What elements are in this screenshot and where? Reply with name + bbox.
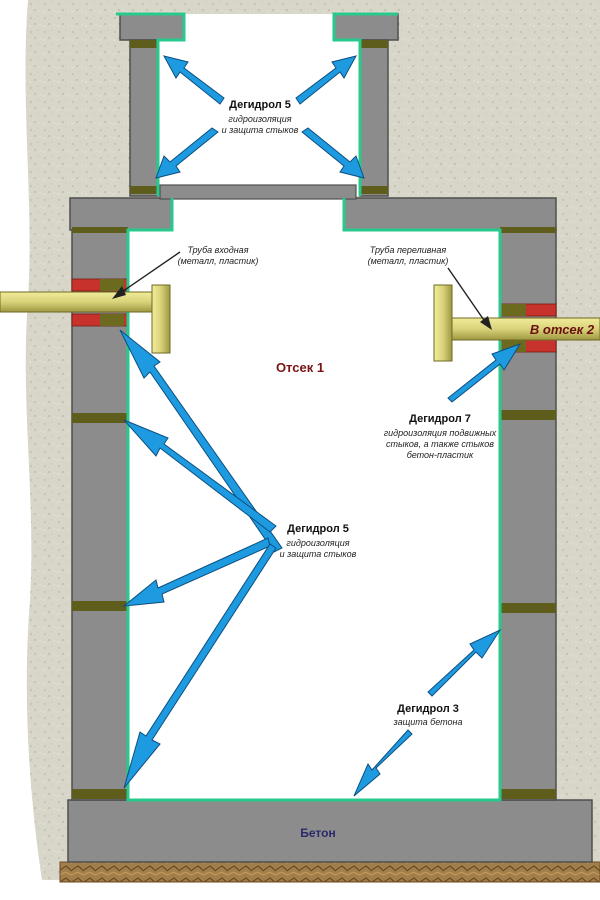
pipe-overflow-line2: (металл, пластик) bbox=[368, 256, 449, 266]
pipe-inlet-line1: Труба входная bbox=[187, 245, 248, 255]
degidrol5-mid-line1: гидроизоляция bbox=[286, 538, 349, 548]
arrow-icon bbox=[353, 729, 413, 797]
arrow-icon bbox=[123, 419, 277, 533]
degidrol3-line1: защита бетона bbox=[393, 717, 463, 727]
outflow-label: В отсек 2 bbox=[530, 322, 595, 337]
arrow-icon bbox=[112, 286, 126, 299]
degidrol7-line1: гидроизоляция подвижных bbox=[384, 428, 497, 438]
concrete-base bbox=[67, 799, 593, 863]
arrow-icon bbox=[163, 55, 225, 105]
leader-lines bbox=[115, 251, 489, 327]
wall-joints bbox=[72, 227, 556, 799]
degidrol7-line2: стыков, а также стыков bbox=[386, 439, 494, 449]
degidrol5-top-line1: гидроизоляция bbox=[228, 114, 291, 124]
degidrol5-mid-line2: и защита стыков bbox=[280, 549, 357, 559]
degidrol5-top-title: Дегидрол 5 bbox=[229, 99, 291, 111]
arrow-icon bbox=[447, 343, 522, 403]
neck-chamber bbox=[119, 13, 399, 200]
gravel-bed bbox=[59, 861, 600, 883]
arrows bbox=[119, 55, 522, 797]
inlet-pipe bbox=[0, 284, 171, 354]
pipe-overflow-line1: Труба переливная bbox=[370, 245, 447, 255]
arrow-icon bbox=[155, 127, 219, 179]
degidrol3-title: Дегидрол 3 bbox=[397, 703, 459, 715]
brick-inserts bbox=[71, 278, 557, 353]
arrow-icon bbox=[122, 537, 271, 607]
labels: Дегидрол 5 гидроизоляция и защита стыков… bbox=[178, 99, 595, 840]
compartment-label: Отсек 1 bbox=[276, 360, 324, 375]
main-chamber-walls bbox=[69, 197, 557, 801]
arrow-icon bbox=[301, 127, 365, 179]
arrow-icon bbox=[427, 628, 502, 697]
degidrol5-mid-title: Дегидрол 5 bbox=[287, 523, 349, 535]
coating-lines bbox=[116, 12, 502, 802]
degidrol5-top-line2: и защита стыков bbox=[222, 125, 299, 135]
degidrol7-title: Дегидрол 7 bbox=[409, 413, 471, 425]
degidrol7-line3: бетон-пластик bbox=[407, 450, 474, 460]
arrow-icon bbox=[480, 316, 492, 330]
concrete-label: Бетон bbox=[300, 826, 335, 840]
arrow-icon bbox=[295, 55, 357, 105]
arrow-icon bbox=[123, 543, 277, 789]
pipe-inlet-line2: (металл, пластик) bbox=[178, 256, 259, 266]
